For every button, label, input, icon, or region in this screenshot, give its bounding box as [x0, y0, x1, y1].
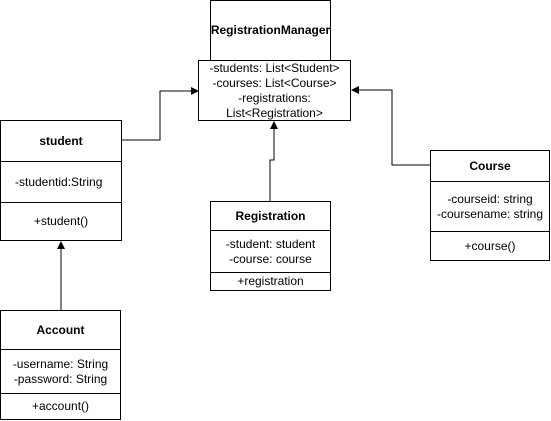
- attribute: -courses: List<Course>: [212, 75, 337, 90]
- attribute: -courseid: string: [447, 191, 533, 206]
- attribute: -password: String: [13, 371, 108, 386]
- method: +student(): [33, 214, 89, 228]
- attribute: -student: student: [225, 236, 316, 251]
- registration-class-name: Registration: [235, 208, 306, 223]
- student-class[interactable]: student -studentid:String +student(): [0, 120, 122, 241]
- attribute: -registrations:: [238, 90, 311, 105]
- registration-manager-class-name: RegistrationManager: [210, 23, 331, 37]
- registration-manager-attributes-box[interactable]: -students: List<Student> -courses: List<…: [198, 60, 351, 121]
- registration-to-manager-arrow: [269, 121, 278, 201]
- student-class-name: student: [39, 133, 83, 148]
- course-class-name: Course: [469, 158, 511, 173]
- method: +account(): [31, 399, 90, 413]
- method: +course(): [464, 238, 516, 253]
- attribute: List<Registration>: [226, 105, 323, 120]
- attribute: -course: course: [229, 251, 312, 266]
- account-class[interactable]: Account -username: String -password: Str…: [0, 310, 121, 420]
- course-class[interactable]: Course -courseid: string -coursename: st…: [430, 150, 550, 261]
- account-class-name: Account: [36, 322, 85, 337]
- attribute: -students: List<Student>: [209, 60, 340, 75]
- attribute: -coursename: string: [436, 206, 544, 221]
- registration-manager-class-name-box[interactable]: RegistrationManager: [210, 0, 331, 61]
- student-to-manager-arrow: [122, 87, 199, 141]
- method: +registration: [237, 274, 304, 288]
- course-to-manager-arrow: [351, 86, 430, 166]
- registration-class[interactable]: Registration -student: student -course: …: [210, 201, 331, 291]
- attribute: -username: String: [12, 356, 109, 371]
- attribute: -studentid:String: [15, 174, 103, 189]
